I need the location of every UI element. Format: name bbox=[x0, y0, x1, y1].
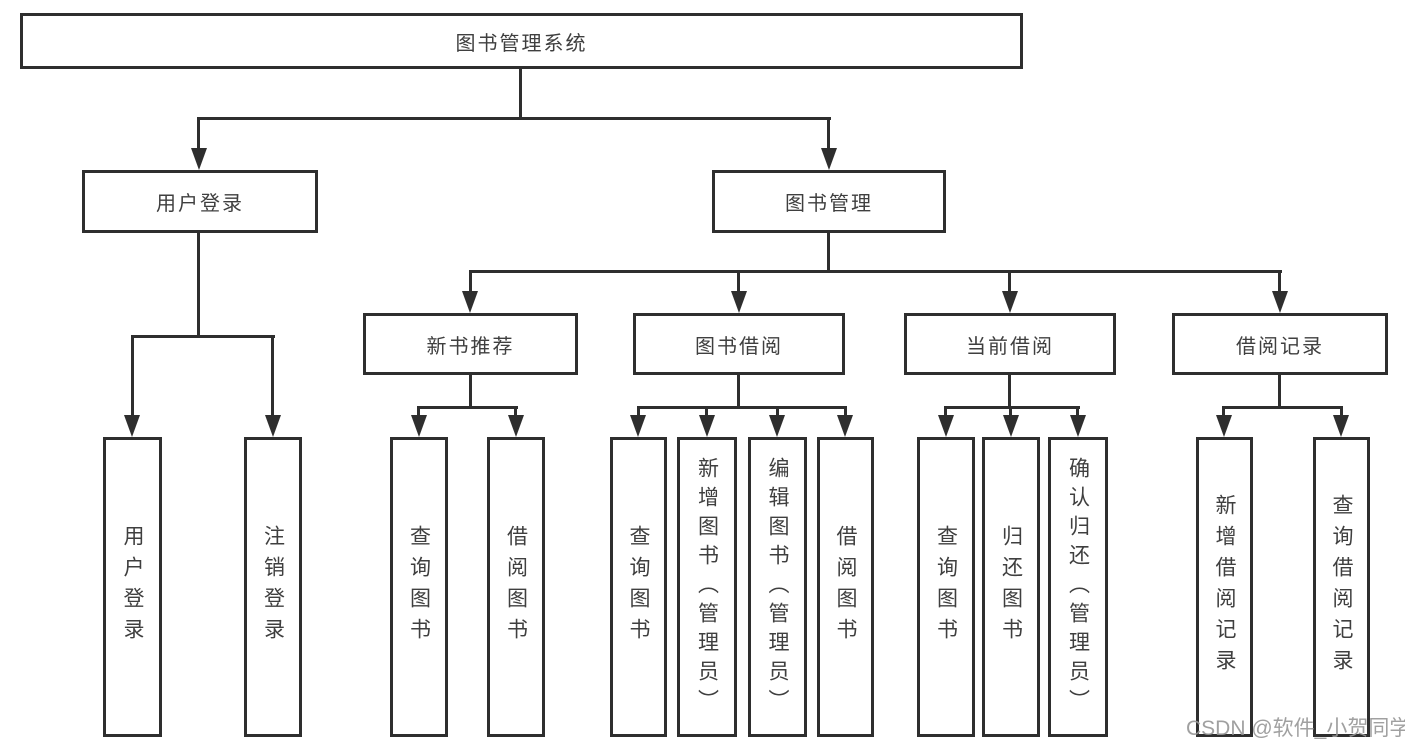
node-new-book-recommendation-label: 新书推荐 bbox=[426, 335, 515, 358]
connector-line bbox=[271, 335, 274, 420]
leaf-borrow-books-recommend: 借阅图书 bbox=[487, 437, 545, 737]
connector-line bbox=[197, 117, 200, 155]
leaf-edit-books-admin: 编辑图书（管理员） bbox=[748, 437, 807, 737]
node-book-management-label: 图书管理 bbox=[785, 193, 873, 215]
connector-arrow-down bbox=[1070, 415, 1086, 437]
connector-line bbox=[131, 335, 275, 338]
connector-arrow-down bbox=[731, 291, 747, 313]
connector-line bbox=[131, 335, 134, 420]
leaf-query-books-recommend: 查询图书 bbox=[390, 437, 448, 737]
leaf-borrow-books-recommend-label: 借阅图书 bbox=[504, 525, 528, 649]
leaf-query-books-current: 查询图书 bbox=[917, 437, 975, 737]
leaf-borrow-books: 借阅图书 bbox=[817, 437, 874, 737]
connector-arrow-down bbox=[837, 415, 853, 437]
connector-line bbox=[944, 406, 1080, 409]
node-book-management: 图书管理 bbox=[712, 170, 946, 233]
node-new-book-recommendation: 新书推荐 bbox=[363, 313, 578, 375]
leaf-add-books-admin: 新增图书（管理员） bbox=[677, 437, 737, 737]
connector-arrow-down bbox=[769, 415, 785, 437]
leaf-query-books-borrowing-label: 查询图书 bbox=[627, 525, 650, 649]
leaf-return-books-label: 归还图书 bbox=[999, 525, 1023, 649]
connector-arrow-down bbox=[508, 415, 524, 437]
connector-arrow-down bbox=[1003, 415, 1019, 437]
connector-line bbox=[1340, 406, 1343, 420]
connector-arrow-down bbox=[1272, 291, 1288, 313]
leaf-query-books-recommend-label: 查询图书 bbox=[407, 525, 431, 649]
connector-line bbox=[1076, 406, 1079, 420]
node-book-borrowing-label: 图书借阅 bbox=[695, 335, 783, 358]
connector-line bbox=[1222, 406, 1225, 420]
node-user-login-label: 用户登录 bbox=[156, 193, 244, 215]
leaf-user-login: 用户登录 bbox=[103, 437, 162, 737]
connector-line bbox=[197, 117, 831, 120]
connector-line bbox=[519, 69, 522, 119]
connector-arrow-down bbox=[630, 415, 646, 437]
connector-line bbox=[944, 406, 947, 420]
connector-line bbox=[417, 406, 420, 420]
leaf-borrow-books-label: 借阅图书 bbox=[834, 525, 857, 649]
leaf-edit-books-admin-label: 编辑图书（管理员） bbox=[766, 456, 789, 718]
node-borrowing-records: 借阅记录 bbox=[1172, 313, 1388, 375]
node-borrowing-records-label: 借阅记录 bbox=[1236, 335, 1324, 358]
node-library-management-system: 图书管理系统 bbox=[20, 13, 1023, 69]
connector-arrow-down bbox=[411, 415, 427, 437]
connector-arrow-down bbox=[1333, 415, 1349, 437]
connector-line bbox=[844, 406, 847, 420]
connector-line bbox=[469, 270, 472, 296]
leaf-confirm-return-admin: 确认归还（管理员） bbox=[1048, 437, 1108, 737]
connector-line bbox=[637, 406, 847, 409]
leaf-query-borrow-record-label: 查询借阅记录 bbox=[1330, 494, 1353, 680]
connector-arrow-down bbox=[1216, 415, 1232, 437]
connector-line bbox=[1278, 375, 1281, 408]
connector-line bbox=[827, 117, 830, 155]
connector-line bbox=[827, 233, 830, 273]
connector-line bbox=[705, 406, 708, 420]
connector-arrow-down bbox=[462, 291, 478, 313]
leaf-confirm-return-admin-label: 确认归还（管理员） bbox=[1066, 456, 1090, 718]
leaf-logout: 注销登录 bbox=[244, 437, 302, 737]
node-user-login: 用户登录 bbox=[82, 170, 318, 233]
connector-line bbox=[737, 375, 740, 408]
node-library-management-system-label: 图书管理系统 bbox=[455, 32, 588, 55]
connector-line bbox=[737, 270, 740, 296]
connector-line bbox=[469, 270, 1282, 273]
leaf-user-login-label: 用户登录 bbox=[121, 525, 144, 649]
connector-line bbox=[1008, 270, 1011, 296]
connector-arrow-down bbox=[821, 148, 837, 170]
connector-line bbox=[417, 406, 518, 409]
leaf-query-books-borrowing: 查询图书 bbox=[610, 437, 667, 737]
connector-arrow-down bbox=[265, 415, 281, 437]
leaf-add-books-admin-label: 新增图书（管理员） bbox=[695, 456, 719, 718]
leaf-query-books-current-label: 查询图书 bbox=[934, 525, 958, 649]
node-book-borrowing: 图书借阅 bbox=[633, 313, 845, 375]
connector-line bbox=[637, 406, 640, 420]
csdn-watermark: CSDN @软件_小贺同学 bbox=[1186, 717, 1405, 740]
node-current-borrowing-label: 当前借阅 bbox=[966, 335, 1054, 358]
connector-line bbox=[1009, 406, 1012, 420]
connector-line bbox=[1278, 270, 1281, 296]
connector-line bbox=[1222, 406, 1343, 409]
connector-arrow-down bbox=[699, 415, 715, 437]
connector-arrow-down bbox=[1002, 291, 1018, 313]
leaf-add-borrow-record-label: 新增借阅记录 bbox=[1213, 494, 1236, 680]
leaf-logout-label: 注销登录 bbox=[261, 525, 285, 649]
connector-arrow-down bbox=[938, 415, 954, 437]
connector-line bbox=[469, 375, 472, 408]
connector-arrow-down bbox=[191, 148, 207, 170]
leaf-return-books: 归还图书 bbox=[982, 437, 1040, 737]
connector-line bbox=[1008, 375, 1011, 408]
connector-arrow-down bbox=[124, 415, 140, 437]
connector-line bbox=[514, 406, 517, 420]
leaf-add-borrow-record: 新增借阅记录 bbox=[1196, 437, 1253, 737]
node-current-borrowing: 当前借阅 bbox=[904, 313, 1116, 375]
leaf-query-borrow-record: 查询借阅记录 bbox=[1313, 437, 1370, 737]
connector-line bbox=[776, 406, 779, 420]
connector-line bbox=[197, 233, 200, 337]
